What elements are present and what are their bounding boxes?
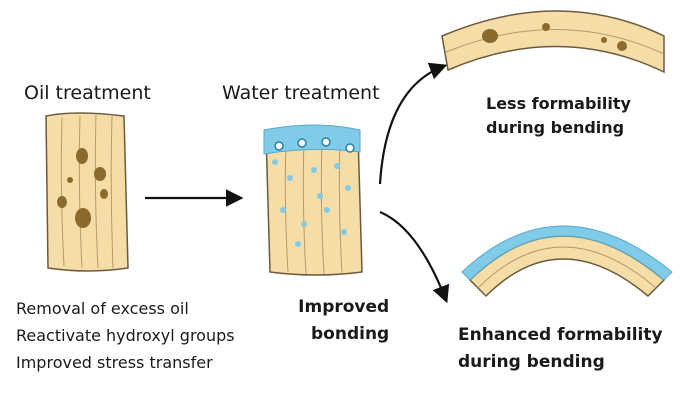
enhanced-formability-label: Enhanced formability during bending <box>458 325 663 372</box>
arrow-icon <box>379 210 450 304</box>
bent-wood-oil-only <box>441 10 665 74</box>
note-removal-excess-oil: Removal of excess oil <box>16 299 189 318</box>
water-treated-wood-block <box>263 124 363 276</box>
note-reactivate-hydroxyl: Reactivate hydroxyl groups <box>16 326 235 345</box>
oil-treated-wood-block <box>45 112 129 272</box>
oil-treatment-title: Oil treatment <box>24 82 151 104</box>
note-stress-transfer: Improved stress transfer <box>16 353 213 372</box>
oil-spot-icon <box>482 23 627 51</box>
oil-spot-icon <box>57 148 108 228</box>
water-treatment-title: Water treatment <box>222 82 380 104</box>
water-droplet-icon <box>272 137 355 247</box>
arrow-icon <box>378 62 448 185</box>
less-formability-label: Less formability during bending <box>486 94 631 137</box>
oil-treatment-notes: Removal of excess oil Reactivate hydroxy… <box>16 295 235 376</box>
bent-wood-water-treated <box>461 225 673 298</box>
improved-bonding-label: Improved bonding <box>298 297 390 344</box>
